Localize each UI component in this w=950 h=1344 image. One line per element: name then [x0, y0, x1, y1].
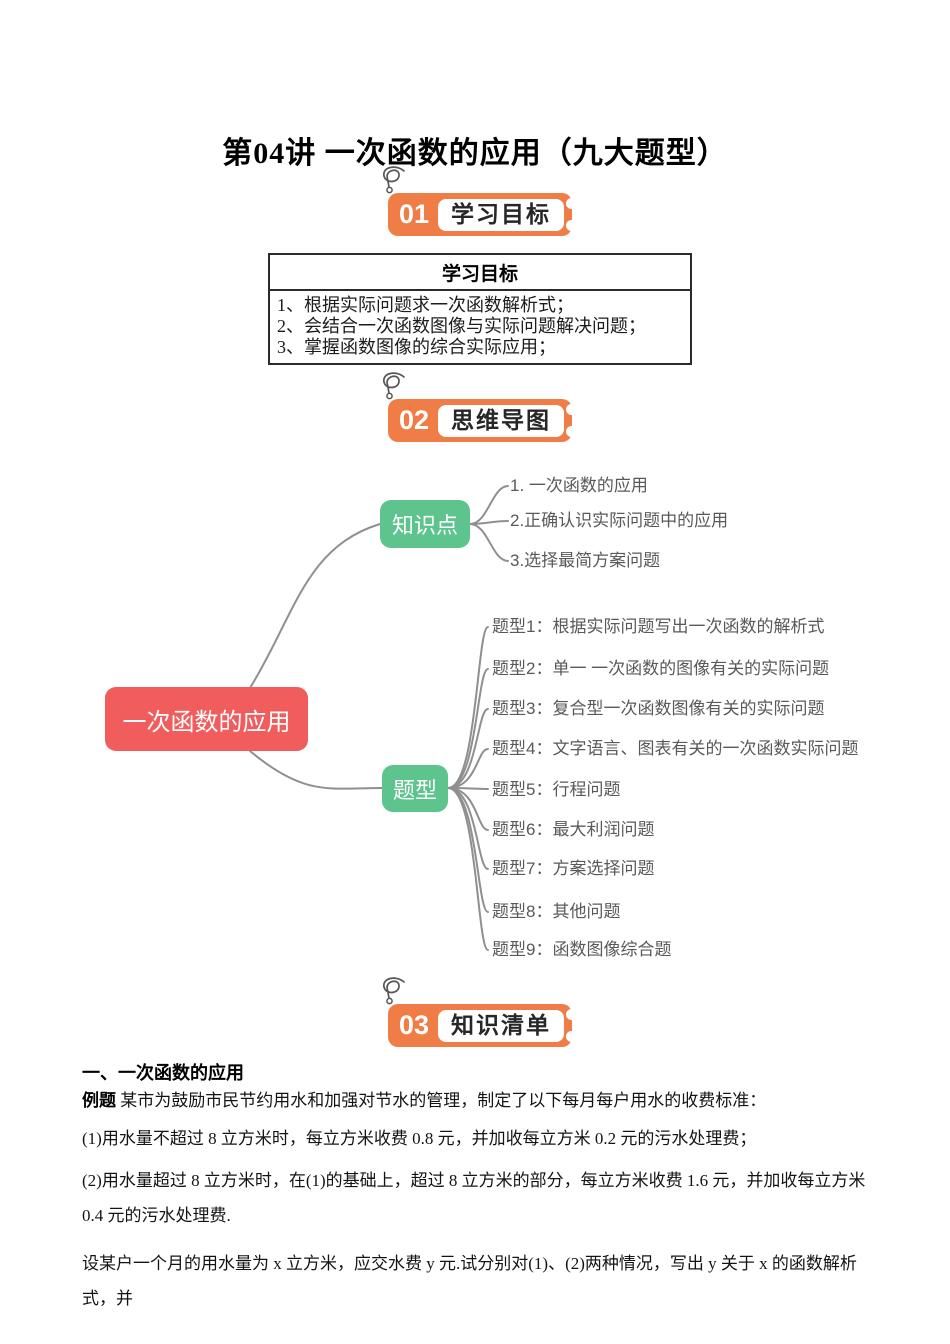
mindmap-item: 题型4：文字语言、图表有关的一次函数实际问题: [492, 739, 859, 758]
section-badge-knowledge-list: 03 知识清单: [383, 977, 588, 1074]
condition-1-paragraph: (1)用水量不超过 8 立方米时，每立方米收费 0.8 元，并加收每立方米 0.…: [82, 1129, 757, 1148]
mindmap-branch-knowledge: 知识点: [380, 500, 470, 548]
mindmap-item: 题型9：函数图像综合题: [492, 940, 672, 959]
pin-icon: [383, 372, 405, 400]
mindmap-item: 1. 一次函数的应用: [510, 476, 648, 495]
badge-notch: [566, 404, 578, 415]
question-paragraph: 设某户一个月的用水量为 x 立方米，应交水费 y 元.试分别对(1)、(2)两种…: [82, 1254, 857, 1308]
badge-body: 02 思维导图: [388, 399, 578, 442]
example-intro-text: 某市为鼓励市民节约用水和加强对节水的管理，制定了以下每月每户用水的收费标准：: [120, 1091, 767, 1110]
badge-label: 知识清单: [438, 1009, 565, 1042]
mind-map: 一次函数的应用 知识点 题型 1. 一次函数的应用 2.正确认识实际问题中的应用…: [0, 455, 950, 980]
badge-label: 学习目标: [438, 198, 565, 231]
mindmap-item: 题型6：最大利润问题: [492, 820, 655, 839]
mindmap-item: 2.正确认识实际问题中的应用: [510, 511, 729, 530]
badge-notch: [566, 220, 578, 231]
example-intro-paragraph: 例题 某市为鼓励市民节约用水和加强对节水的管理，制定了以下每月每户用水的收费标准…: [82, 1090, 882, 1112]
goals-row: 2、会结合一次函数图像与实际问题解决问题；: [277, 316, 646, 336]
example-label: 例题: [82, 1091, 116, 1110]
goals-row: 1、根据实际问题求一次函数解析式；: [277, 295, 574, 315]
mindmap-item: 题型3：复合型一次函数图像有关的实际问题: [492, 699, 825, 718]
section-badge-mind-map: 02 思维导图: [383, 372, 588, 469]
badge-notch: [566, 1031, 578, 1042]
mindmap-root-node: 一次函数的应用: [105, 687, 308, 751]
condition-2-paragraph: (2)用水量超过 8 立方米时，在(1)的基础上，超过 8 立方米的部分，每立方…: [82, 1171, 866, 1225]
mindmap-item: 3.选择最简方案问题: [510, 551, 661, 570]
mindmap-item: 题型5：行程问题: [492, 780, 621, 799]
badge-body: 01 学习目标: [388, 193, 578, 236]
goals-table-body: 1、根据实际问题求一次函数解析式； 2、会结合一次函数图像与实际问题解决问题； …: [270, 291, 690, 363]
mindmap-item: 题型1：根据实际问题写出一次函数的解析式: [492, 617, 825, 636]
badge-notch: [566, 1009, 578, 1020]
mind-map-connectors: [249, 485, 509, 951]
goals-row: 3、掌握函数图像的综合实际应用；: [277, 337, 556, 357]
pin-icon: [383, 166, 405, 194]
pin-icon: [383, 977, 405, 1005]
badge-number: 01: [399, 199, 430, 229]
page-title: 第04讲 一次函数的应用（九大题型）: [222, 137, 728, 171]
mindmap-item: 题型7：方案选择问题: [492, 859, 655, 878]
mindmap-branch-question-types: 题型: [382, 765, 448, 812]
section-heading: 一、一次函数的应用: [82, 1063, 244, 1083]
badge-label: 思维导图: [438, 404, 565, 437]
mindmap-item: 题型2：单一 一次函数的图像有关的实际问题: [492, 659, 830, 678]
goals-table-header: 学习目标: [270, 255, 690, 291]
badge-number: 02: [399, 405, 430, 435]
mindmap-item: 题型8：其他问题: [492, 902, 621, 921]
section-badge-learning-goals: 01 学习目标: [383, 166, 588, 263]
badge-notch: [566, 426, 578, 437]
badge-notch: [566, 198, 578, 209]
badge-number: 03: [399, 1010, 430, 1040]
knowledge-list-section: 一、一次函数的应用 例题 某市为鼓励市民节约用水和加强对节水的管理，制定了以下每…: [82, 1062, 882, 1329]
badge-body: 03 知识清单: [388, 1004, 578, 1047]
learning-goals-table: 学习目标 1、根据实际问题求一次函数解析式； 2、会结合一次函数图像与实际问题解…: [268, 253, 692, 365]
